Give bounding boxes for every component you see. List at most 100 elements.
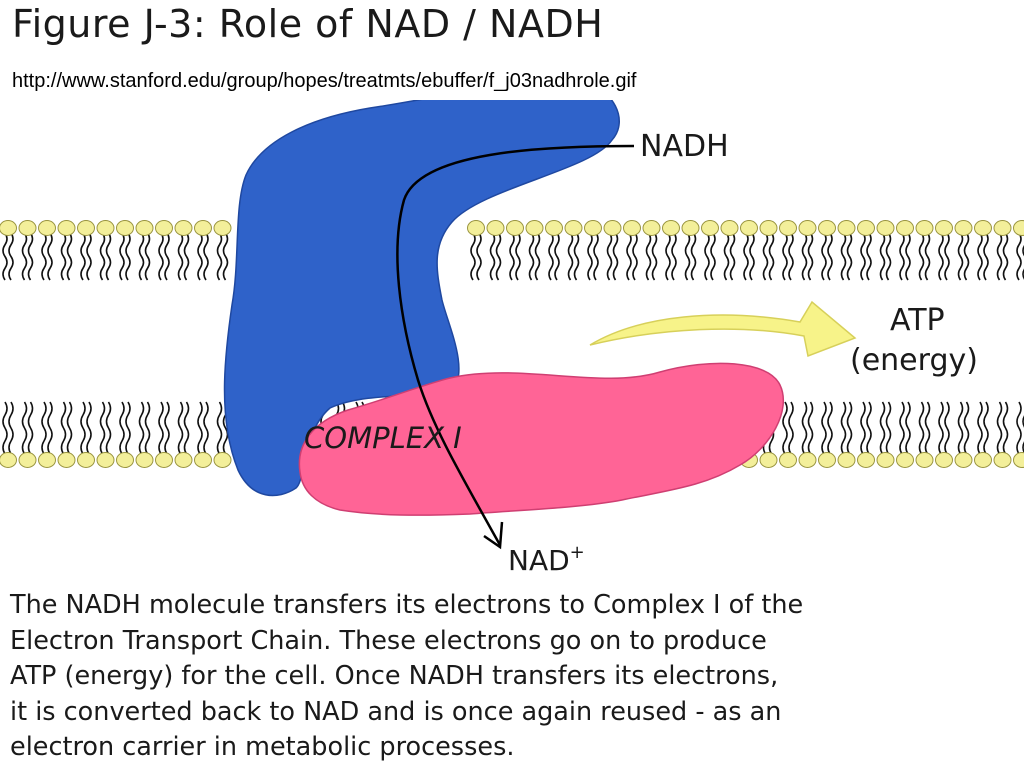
- lipid-tail: [827, 401, 833, 455]
- lipid-tail: [905, 232, 911, 281]
- lipid-tail: [977, 401, 983, 455]
- lipid-tail: [827, 232, 833, 281]
- lipid-tail: [99, 232, 106, 281]
- lipid-tail: [645, 232, 652, 281]
- lipid-head: [818, 220, 836, 236]
- lipid-tail: [788, 401, 794, 455]
- lipid-head: [213, 452, 232, 468]
- lipid-head: [77, 220, 95, 236]
- lipid-head: [1013, 452, 1024, 468]
- lipid-head: [915, 452, 934, 468]
- lipid-tail: [593, 232, 599, 281]
- lipid-head: [837, 452, 856, 468]
- lipid-head: [174, 220, 193, 236]
- nadh-label: NADH: [640, 129, 729, 164]
- lipid-tail: [807, 232, 814, 281]
- lipid-tail: [509, 232, 515, 281]
- lipid-tail: [534, 232, 541, 281]
- lipid-tail: [963, 401, 970, 455]
- lipid-tail: [554, 232, 560, 281]
- lipid-head: [818, 452, 836, 468]
- lipid-head: [57, 452, 76, 468]
- lipid-head: [545, 220, 563, 236]
- lipid-tail: [957, 401, 964, 455]
- lipid-tail: [983, 401, 989, 455]
- lipid-tail: [846, 401, 853, 455]
- lipid-head: [837, 220, 856, 236]
- lipid-tail: [944, 401, 950, 455]
- caption-line: it is converted back to NAD and is once …: [10, 696, 782, 727]
- lipid-tail: [1022, 244, 1024, 280]
- lipid-tail: [8, 232, 14, 281]
- lipid-tail: [944, 232, 950, 281]
- lipid-tail: [996, 232, 1003, 281]
- lipid-tail: [489, 232, 496, 281]
- lipid-head: [857, 220, 875, 236]
- caption-line: electron carrier in metabolic processes.: [10, 732, 515, 762]
- lipid-tail: [782, 401, 788, 455]
- lipid-head: [506, 220, 524, 236]
- lipid-tail: [203, 232, 209, 281]
- lipid-tail: [222, 232, 229, 281]
- lipid-tail: [743, 232, 749, 281]
- caption-line: Electron Transport Chain. These electron…: [10, 625, 767, 656]
- lipid-head: [603, 220, 622, 236]
- lipid-tail: [60, 401, 67, 455]
- lipid-head: [935, 452, 953, 468]
- lipid-head: [954, 452, 973, 468]
- nad-text: NAD: [508, 544, 570, 577]
- lipid-tail: [158, 401, 164, 455]
- lipid-head: [993, 220, 1012, 236]
- lipid-tail: [21, 401, 28, 455]
- lipid-tail: [515, 232, 521, 281]
- lipid-tail: [924, 401, 931, 455]
- lipid-head: [116, 220, 134, 236]
- lipid-tail: [957, 232, 964, 281]
- lipid-tail: [216, 232, 223, 281]
- lipid-tail: [138, 232, 145, 281]
- lipid-head: [584, 220, 602, 236]
- lipid-tail: [80, 401, 86, 455]
- lipid-tail: [27, 401, 34, 455]
- lipid-head: [740, 220, 758, 236]
- lipid-head: [174, 452, 193, 468]
- lipid-head: [525, 220, 544, 236]
- lipid-tail: [119, 232, 125, 281]
- lipid-tail: [567, 232, 574, 281]
- lipid-tail: [1016, 401, 1022, 455]
- lipid-tail: [684, 232, 691, 281]
- lipid-tail: [99, 401, 106, 455]
- lipid-head: [642, 220, 661, 236]
- lipid-tail: [177, 232, 184, 281]
- lipid-tail: [801, 232, 808, 281]
- lipid-head: [798, 220, 817, 236]
- lipid-tail: [197, 232, 203, 281]
- lipid-head: [135, 220, 154, 236]
- lipid-tail: [612, 232, 619, 281]
- lipid-head: [779, 220, 797, 236]
- caption-line: ATP (energy) for the cell. Once NADH tra…: [10, 661, 779, 691]
- nad-charge: +: [570, 542, 585, 563]
- lipid-head: [915, 220, 934, 236]
- lipid-tail: [144, 401, 151, 455]
- lipid-tail: [21, 232, 28, 281]
- lipid-tail: [860, 401, 866, 455]
- lipid-head: [213, 220, 232, 236]
- lipid-tail: [66, 232, 73, 281]
- lipid-tail: [788, 232, 794, 281]
- lipid-tail: [996, 401, 1003, 455]
- lipid-head: [974, 220, 992, 236]
- lipid-tail: [47, 401, 53, 455]
- lipid-head: [38, 452, 56, 468]
- lipid-tail: [1022, 415, 1024, 454]
- lipid-tail: [125, 401, 131, 455]
- lipid-tail: [690, 232, 697, 281]
- lipid-head: [116, 452, 134, 468]
- lipid-head: [954, 220, 973, 236]
- lipid-tail: [768, 232, 775, 281]
- lipid-head: [935, 220, 953, 236]
- lipid-tail: [60, 232, 67, 281]
- lipid-head: [779, 452, 797, 468]
- lipid-tail: [216, 401, 223, 455]
- lipid-tail: [938, 401, 944, 455]
